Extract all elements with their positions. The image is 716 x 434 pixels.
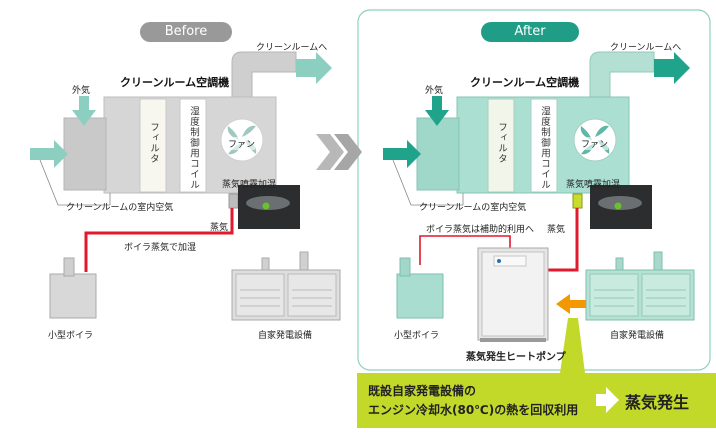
- after-room-air-arrow: [383, 140, 421, 168]
- before-outside-air-arrow: [72, 96, 96, 126]
- after-badge: After: [481, 22, 579, 42]
- after-coil-label: 湿度制御用コイル: [539, 106, 550, 190]
- heat-recovery-banner: [357, 373, 716, 428]
- before-room-air-arrow: [30, 140, 68, 168]
- after-to-cleanroom-label: クリーンルームへ: [610, 43, 682, 53]
- after-spray-nozzle: [572, 193, 583, 209]
- banner-line2: エンジン冷却水(80℃)の熱を回収利用: [368, 403, 579, 417]
- after-outside-air-label: 外気: [425, 86, 444, 96]
- banner-line1: 既設自家発電設備の: [368, 384, 477, 398]
- after-steam-pipe: [548, 208, 579, 272]
- after-steam-label: 蒸気: [547, 225, 566, 235]
- banner-result: 蒸気発生: [625, 393, 690, 412]
- before-ac-title: クリーンルーム空調機: [120, 76, 230, 89]
- after-boiler-pipe: [419, 235, 511, 265]
- after-panel-frame: [357, 9, 711, 371]
- after-boiler-body: [396, 273, 444, 319]
- before-to-cleanroom-label: クリーンルームへ: [256, 43, 328, 53]
- before-spray-nozzle: [228, 193, 239, 209]
- after-filter-panel: [487, 98, 515, 193]
- before-boiler-label: 小型ボイラ: [48, 331, 94, 341]
- before-room-air-label: クリーンルームの室内空気: [66, 203, 174, 213]
- before-coil-panel: [179, 98, 207, 193]
- after-spray-label: 蒸気噴霧加湿: [566, 180, 621, 190]
- before-spray-label: 蒸気噴霧加湿: [222, 180, 277, 190]
- before-badge: Before: [140, 22, 232, 42]
- heat-pump-label: 蒸気発生ヒートポンプ: [466, 352, 566, 363]
- after-room-air-label: クリーンルームの室内空気: [419, 203, 527, 213]
- after-generator-label: 自家発電設備: [610, 331, 665, 341]
- after-outside-air-arrow: [425, 96, 449, 126]
- heat-recovery-arrow: [556, 294, 586, 314]
- after-intake-box: [416, 117, 460, 191]
- before-leader-line: [39, 159, 111, 206]
- before-fan-label: ファン: [228, 137, 256, 150]
- after-fan-label: ファン: [581, 137, 609, 150]
- after-coil-panel: [530, 98, 558, 193]
- after-leader-line: [392, 159, 464, 206]
- after-boiler-label: 小型ボイラ: [394, 331, 440, 341]
- before-outside-air-label: 外気: [72, 86, 91, 96]
- after-out-arrow: [654, 52, 690, 84]
- before-out-arrow: [296, 52, 332, 84]
- before-steam-pipe: [84, 208, 234, 272]
- before-steam-label: 蒸気: [210, 223, 229, 233]
- banner-callout: [560, 318, 585, 373]
- after-ac-title: クリーンルーム空調機: [470, 76, 580, 89]
- after-boiler-aux-label: ボイラ蒸気は補助的利用へ: [426, 225, 535, 235]
- before-intake-box: [63, 117, 107, 191]
- before-filter-label: フィルタ: [148, 122, 159, 164]
- before-coil-label: 湿度制御用コイル: [188, 106, 199, 190]
- before-duct: [231, 51, 297, 99]
- after-filter-label: フィルタ: [496, 122, 507, 164]
- before-boiler-note: ボイラ蒸気で加湿: [124, 243, 197, 253]
- after-duct: [589, 51, 655, 99]
- before-generator-label: 自家発電設備: [258, 331, 313, 341]
- before-boiler-body: [49, 273, 97, 319]
- chevron-1: [316, 134, 344, 170]
- before-filter-panel: [139, 98, 167, 193]
- chevron-2: [334, 134, 362, 170]
